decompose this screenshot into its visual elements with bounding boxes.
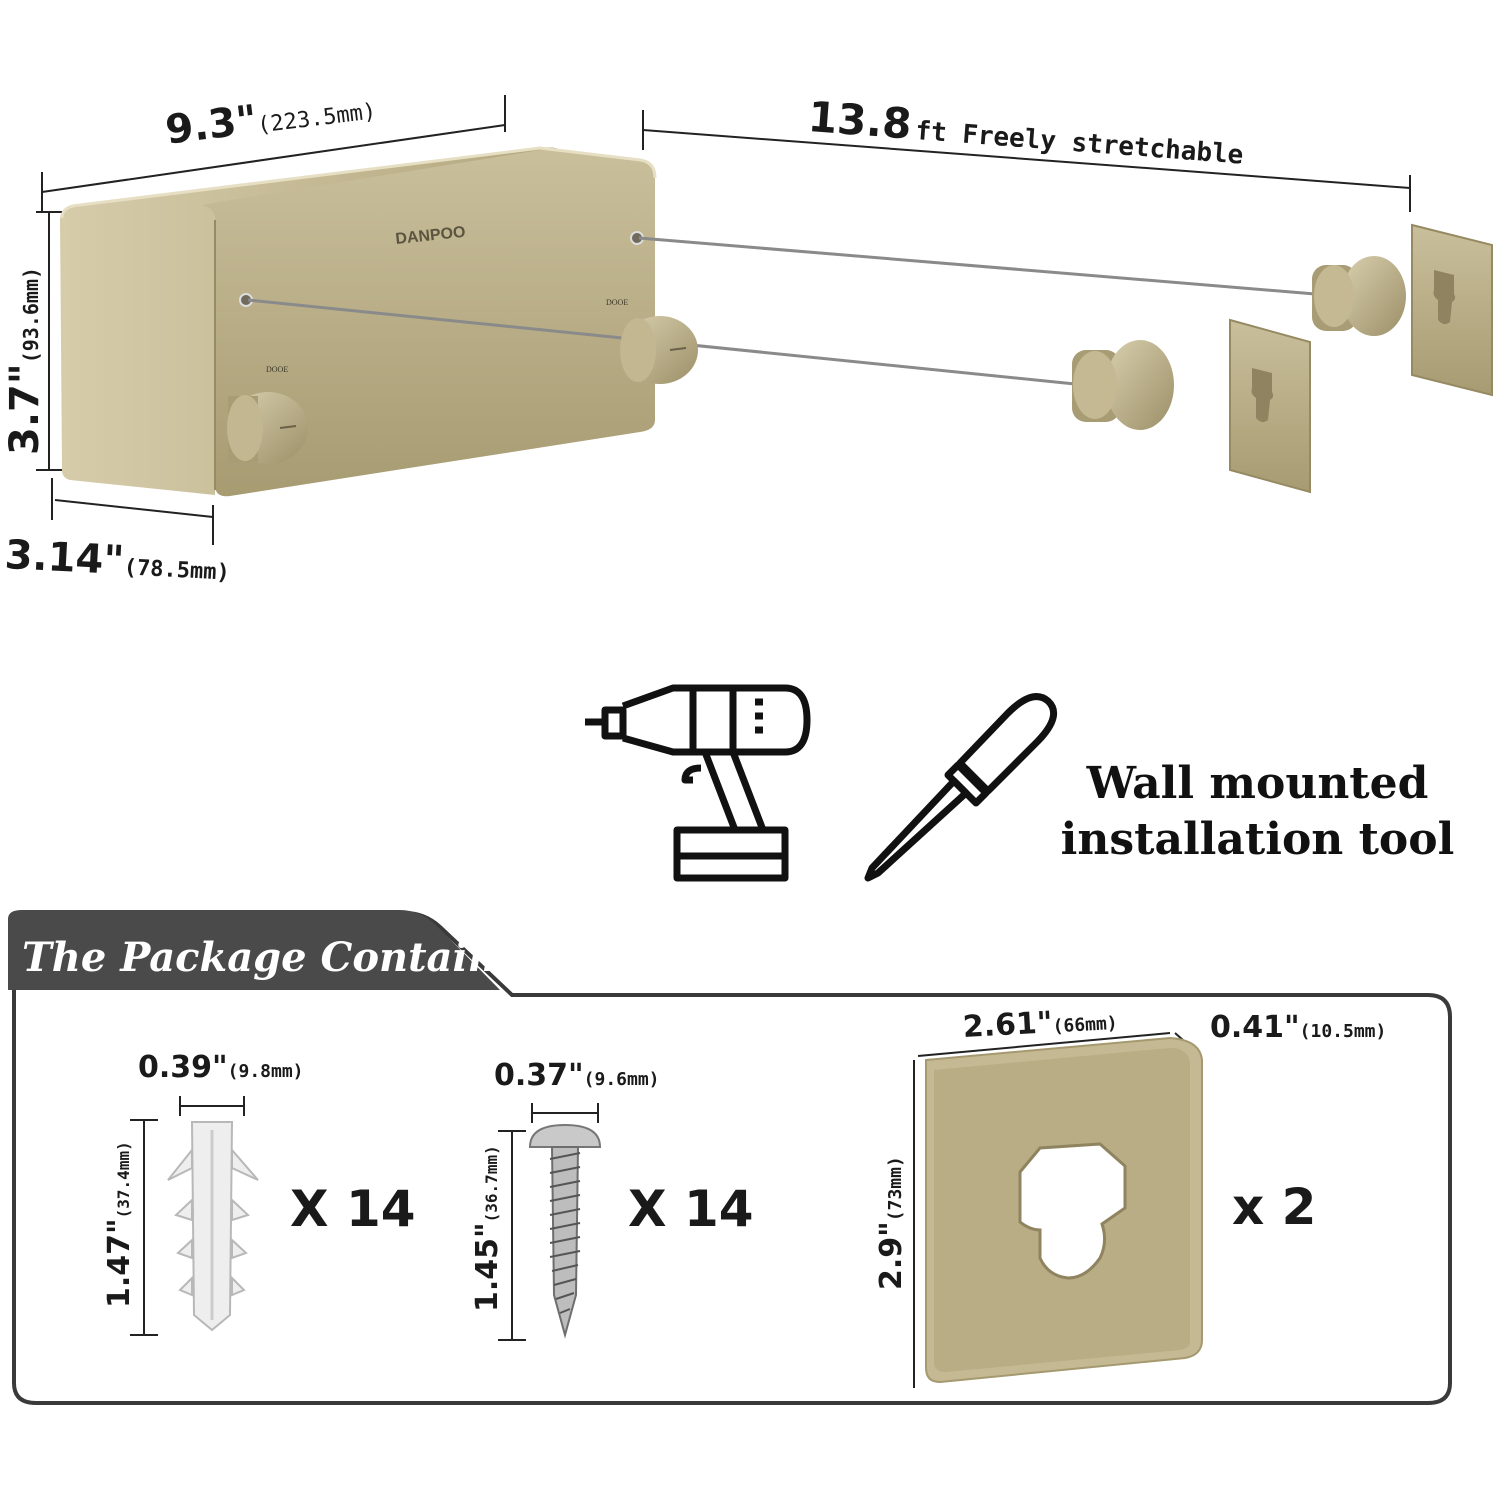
lock-knob-left: DOOE [227, 365, 308, 464]
plate-quantity: x 2 [1232, 1178, 1317, 1236]
height-dimension-line [36, 211, 62, 471]
height-dimension-label: 3.7"(93.6mm) [2, 266, 48, 455]
screw-icon [498, 1103, 602, 1341]
svg-text:DOOE: DOOE [266, 365, 288, 374]
clothes-line-upper [638, 236, 1316, 296]
package-title: The Package Contains [22, 934, 520, 981]
plate-height-label: 2.9"(73mm) [874, 1156, 909, 1290]
screw-quantity: X 14 [628, 1180, 754, 1238]
retractable-line-box [60, 146, 657, 497]
screw-height-label: 1.45"(36.7mm) [470, 1145, 505, 1312]
width-dimension-line [41, 95, 506, 212]
wall-plate-upper [1411, 223, 1493, 397]
anchor-height-label: 1.47"(37.4mm) [102, 1141, 137, 1308]
lock-knob-right: DOOE [606, 298, 698, 384]
product-illustration: DANPOO DOOE DOOE [36, 95, 1493, 545]
depth-dimension-line [51, 478, 214, 545]
installation-tool-label: Wall mounted installation tool [1060, 758, 1455, 865]
wall-plate-lower [1229, 318, 1311, 494]
wall-anchor-icon [130, 1096, 259, 1336]
svg-text:DOOE: DOOE [606, 298, 628, 307]
anchor-width-label: 0.39"(9.8mm) [138, 1050, 304, 1085]
anchor-quantity: X 14 [290, 1180, 416, 1238]
plate-thickness-label: 0.41"(10.5mm) [1210, 1010, 1387, 1045]
stretch-dimension-line [642, 110, 1411, 212]
line-hook-lower [1072, 340, 1174, 430]
screwdriver-icon [864, 693, 1058, 882]
line-hook-upper [1312, 256, 1406, 336]
screw-width-label: 0.37"(9.6mm) [494, 1058, 660, 1093]
drill-icon [585, 684, 811, 882]
mounting-plate-icon [913, 1032, 1203, 1388]
